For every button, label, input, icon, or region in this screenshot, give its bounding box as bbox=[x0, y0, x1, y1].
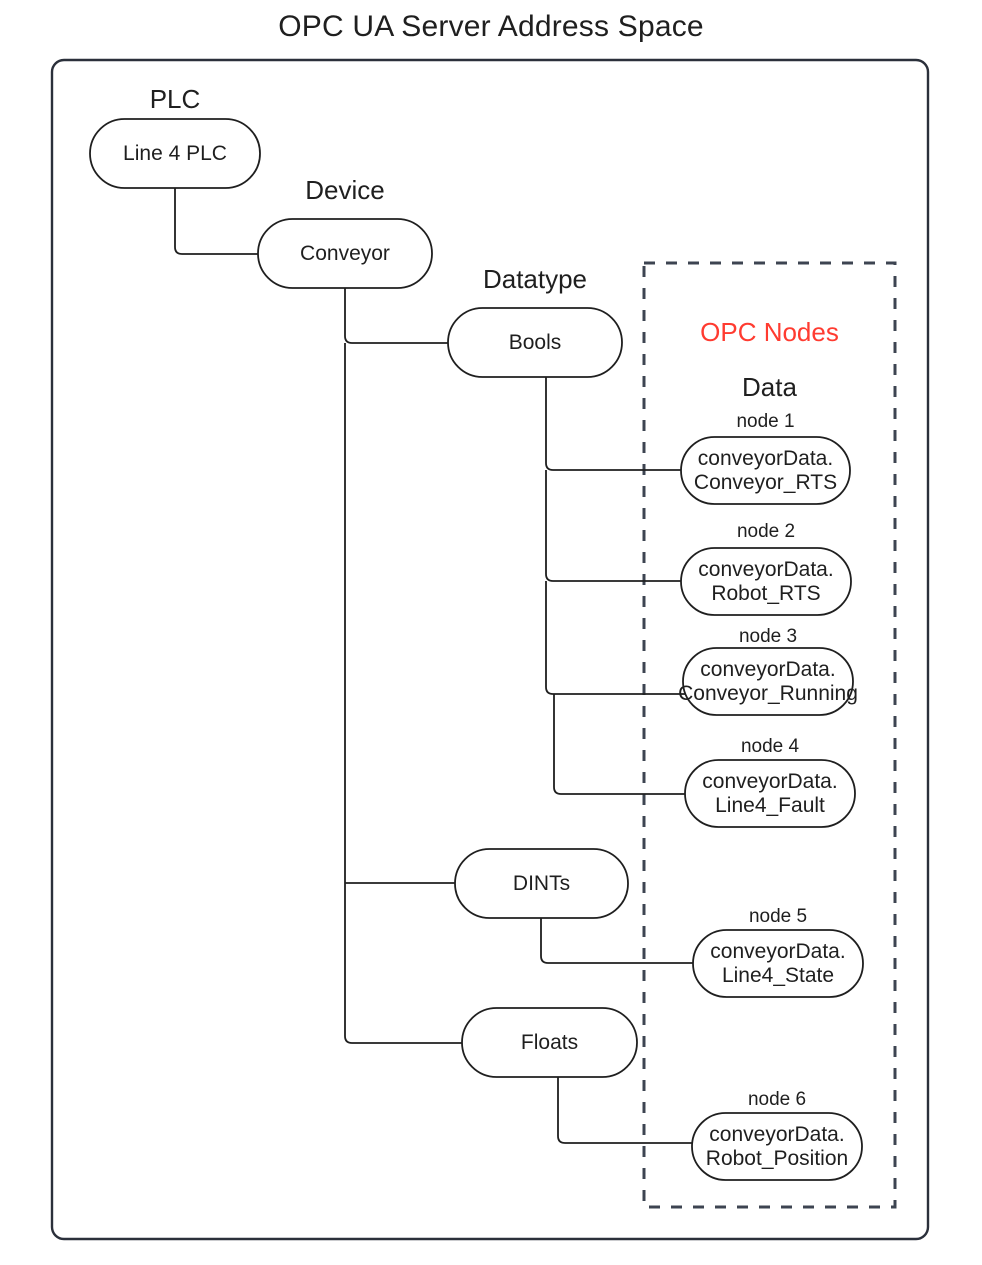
opc-node-1[interactable]: conveyorData. Conveyor_RTS bbox=[681, 437, 850, 504]
group-label-opc-nodes: OPC Nodes bbox=[700, 317, 839, 347]
edge-conveyor-trunk bbox=[344, 343, 462, 1044]
node-shape-floats[interactable] bbox=[461, 1007, 638, 1078]
edge-plc-to-conveyor bbox=[174, 188, 258, 255]
opc-node-2-line2: Robot_RTS bbox=[711, 581, 821, 605]
opc-node-4-line2: Line4_Fault bbox=[715, 793, 825, 817]
edge-bools-to-node3 bbox=[545, 581, 690, 695]
opc-node-caption-4: node 4 bbox=[740, 736, 800, 757]
address-space-frame bbox=[50, 58, 930, 1241]
edge-bools-to-node4 bbox=[553, 694, 692, 795]
opc-node-caption-6: node 6 bbox=[747, 1089, 807, 1110]
node-shape-dints[interactable] bbox=[454, 848, 629, 919]
edge-dints-to-node5 bbox=[540, 918, 700, 964]
opc-nodes-region bbox=[642, 261, 897, 1209]
opc-node-caption-5: node 5 bbox=[748, 906, 808, 927]
tree-node-bools[interactable]: Bools bbox=[508, 330, 562, 354]
opc-node-6-line2: Robot_Position bbox=[705, 1146, 849, 1170]
opc-node-4[interactable]: conveyorData. Line4_Fault bbox=[685, 760, 855, 827]
node-shape-bools[interactable] bbox=[447, 307, 623, 378]
opc-node-6[interactable]: conveyorData. Robot_Position bbox=[692, 1113, 862, 1180]
node-shape-conveyor[interactable] bbox=[257, 218, 433, 289]
opc-node-5-line1: conveyorData. bbox=[710, 940, 846, 964]
opc-node-caption-1: node 1 bbox=[736, 411, 795, 432]
opc-node-caption-3: node 3 bbox=[738, 626, 798, 647]
opc-node-6-line1: conveyorData. bbox=[709, 1123, 845, 1147]
opc-node-2[interactable]: conveyorData. Robot_RTS bbox=[681, 548, 851, 615]
group-label-device: Device bbox=[305, 175, 385, 205]
node-shape-opc-node-1[interactable] bbox=[680, 436, 851, 505]
tree-node-line4-plc[interactable]: Line 4 PLC bbox=[123, 141, 227, 165]
opc-node-4-line1: conveyorData. bbox=[702, 770, 838, 794]
edge-bools-to-node1 bbox=[545, 377, 688, 471]
edge-floats-to-node6 bbox=[557, 1077, 699, 1144]
node-shape-opc-node-3[interactable] bbox=[682, 647, 854, 716]
tree-node-conveyor[interactable]: Conveyor bbox=[300, 241, 390, 265]
page-title: OPC UA Server Address Space bbox=[278, 10, 704, 43]
node-shape-opc-node-4[interactable] bbox=[684, 759, 856, 828]
group-label-datatype: Datatype bbox=[482, 264, 588, 294]
opc-node-1-line1: conveyorData. bbox=[697, 447, 834, 471]
node-shape-opc-node-2[interactable] bbox=[680, 547, 852, 616]
opc-node-3[interactable]: conveyorData. Conveyor_Running bbox=[678, 648, 858, 715]
opc-node-5-line2: Line4_State bbox=[721, 963, 835, 987]
node-shape-opc-node-5[interactable] bbox=[692, 929, 864, 998]
tree-node-dints[interactable]: DINTs bbox=[512, 871, 571, 895]
edge-bools-to-node2 bbox=[545, 470, 688, 582]
opc-node-2-line1: conveyorData. bbox=[698, 558, 834, 582]
group-label-data: Data bbox=[742, 372, 797, 402]
edge-conveyor-to-bools bbox=[344, 288, 448, 344]
tree-node-floats[interactable]: Floats bbox=[520, 1030, 579, 1054]
opc-node-caption-2: node 2 bbox=[736, 521, 796, 542]
node-shape-opc-node-6[interactable] bbox=[691, 1112, 863, 1181]
opc-node-1-line2: Conveyor_RTS bbox=[693, 470, 838, 494]
node-shape-line4-plc[interactable] bbox=[89, 118, 261, 189]
opc-node-5[interactable]: conveyorData. Line4_State bbox=[693, 930, 863, 997]
group-label-plc: PLC bbox=[149, 84, 201, 114]
opc-node-3-line2: Conveyor_Running bbox=[678, 681, 858, 705]
opc-node-3-line1: conveyorData. bbox=[700, 658, 836, 682]
